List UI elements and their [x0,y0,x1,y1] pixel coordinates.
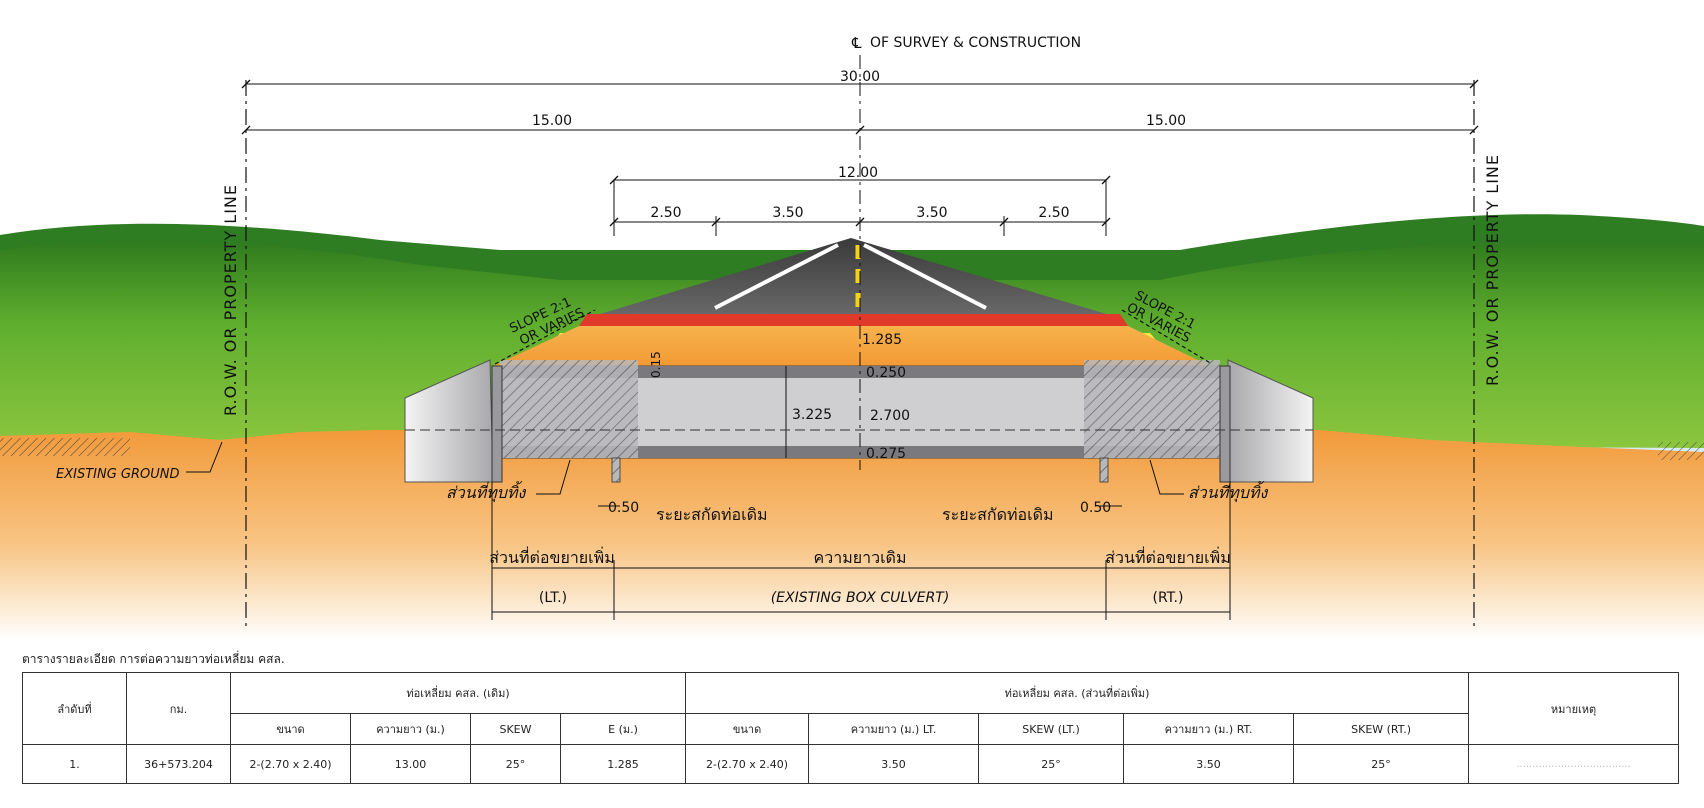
cell-e: 1.285 [559,744,687,784]
cross-section-drawing: ℄ OF SURVEY & CONSTRUCTION 30.00 15.00 1… [0,0,1704,640]
lt-label: (LT.) [539,590,567,606]
cut-label-right: ระยะสกัดท่อเดิม [942,505,1054,524]
dim-shoulder-right: 2.50 [1038,205,1069,221]
dim-lane-right: 3.50 [916,205,947,221]
table-header-row: ลำดับที่ กม. ท่อเหลี่ยม คสล. (เดิม) ท่อเ… [22,672,1680,745]
dim-half-right: 15.00 [1146,113,1186,129]
cell-no: 1. [22,744,127,784]
dim-half-left: 15.00 [532,113,572,129]
embankment-fill [493,326,1210,366]
header-remark: หมายเหตุ [1468,672,1680,745]
ext-label-right: ส่วนที่ต่อขยายเพิ่ม [1105,546,1230,567]
dim-small-vertical: 0.15 [649,351,663,378]
leader-existing-ground [186,441,223,473]
header-km: กม. [126,672,231,745]
dim-lane-left: 3.50 [772,205,803,221]
cell-skew-rt: 25° [1293,744,1470,784]
dimension-ticks [241,79,1479,227]
dim-offset-right: 0.50 [1080,500,1111,516]
row-label-right: R.O.W. OR PROPERTY LINE [1483,154,1502,386]
subheader-size-existing: ขนาด [230,713,351,745]
existing-ground-soil [0,430,1704,640]
table-title: ตารางรายละเอียด การต่อความยาวท่อเหลี่ยม … [22,652,285,666]
rt-label: (RT.) [1153,590,1184,606]
demolish-label-right: ส่วนที่ทุบทิ้ง [1188,481,1268,503]
cell-length-rt: 3.50 [1123,744,1295,784]
existing-box-label: (EXISTING BOX CULVERT) [771,590,950,606]
existing-ground-label: EXISTING GROUND [56,467,180,482]
lane-line-left [714,243,839,310]
cell-skew-existing: 25° [470,744,561,784]
cut-label-left: ระยะสกัดท่อเดิม [656,505,768,524]
wall-right [1219,365,1231,483]
ground-hatch-right [1658,442,1704,460]
demolish-zone-left [500,360,638,458]
wall-left [491,365,503,483]
dim-offset-left: 0.50 [608,500,639,516]
dim-culvert-inner: 2.700 [870,408,910,424]
centerline-symbol: ℄ [851,34,862,52]
lane-line-right [863,243,987,310]
cell-size-existing: 2-(2.70 x 2.40) [230,744,351,784]
dim-total: 30.00 [840,69,880,85]
demolish-zone-right [1084,360,1220,458]
row-label-left: R.O.W. OR PROPERTY LINE [221,184,240,416]
dim-roadway: 12.00 [838,165,878,181]
cell-length-lt: 3.50 [808,744,980,784]
cut-left [611,457,621,483]
leader-demolish-left [536,459,571,495]
subheader-length-lt: ความยาว (ม.) LT. [808,713,980,745]
existing-length-label: ความยาวเดิม [814,548,907,567]
slope-line-right [1121,309,1213,365]
subheader-length-rt: ความยาว (ม.) RT. [1123,713,1295,745]
table-row: 1. 36+573.204 2-(2.70 x 2.40) 13.00 25° … [22,744,1680,784]
cell-remark: .................................... [1468,744,1680,784]
asphalt-surface [587,238,1120,318]
culvert-detail-table: ลำดับที่ กม. ท่อเหลี่ยม คสล. (เดิม) ท่อเ… [22,672,1680,784]
dim-bottom-slab: 0.275 [866,446,906,462]
demolish-label-left: ส่วนที่ทุบทิ้ง [446,481,526,503]
red-layer [579,314,1128,326]
cell-length-existing: 13.00 [350,744,471,784]
cell-skew-lt: 25° [978,744,1125,784]
subheader-skew-lt: SKEW (LT.) [978,713,1125,745]
cut-right [1099,457,1109,483]
header-existing-group: ท่อเหลี่ยม คสล. (เดิม) [229,672,687,714]
ext-label-left: ส่วนที่ต่อขยายเพิ่ม [489,546,614,567]
subheader-skew-existing: SKEW [470,713,561,745]
header-new-group: ท่อเหลี่ยม คสล. (ส่วนที่ต่อเพิ่ม) [685,672,1470,714]
table-subheader-row: ขนาด ความยาว (ม.) SKEW E (ม.) ขนาด ความย… [23,713,1679,745]
subheader-e: E (ม.) [559,713,687,745]
cell-km: 36+573.204 [126,744,231,784]
dim-top-slab: 0.250 [866,365,906,381]
leader-demolish-right [1149,459,1184,495]
dim-culvert-total: 3.225 [792,407,832,423]
dim-fill-depth: 1.285 [862,332,902,348]
subheader-skew-rt: SKEW (RT.) [1293,713,1470,745]
ground-hatch-left [0,438,130,456]
slope-line-left [494,309,596,365]
subheader-size-new: ขนาด [685,713,810,745]
dim-shoulder-left: 2.50 [650,205,681,221]
subheader-length-existing: ความยาว (ม.) [350,713,471,745]
cell-size-new: 2-(2.70 x 2.40) [685,744,810,784]
centerline-label: OF SURVEY & CONSTRUCTION [870,35,1081,51]
header-no: ลำดับที่ [22,672,127,745]
